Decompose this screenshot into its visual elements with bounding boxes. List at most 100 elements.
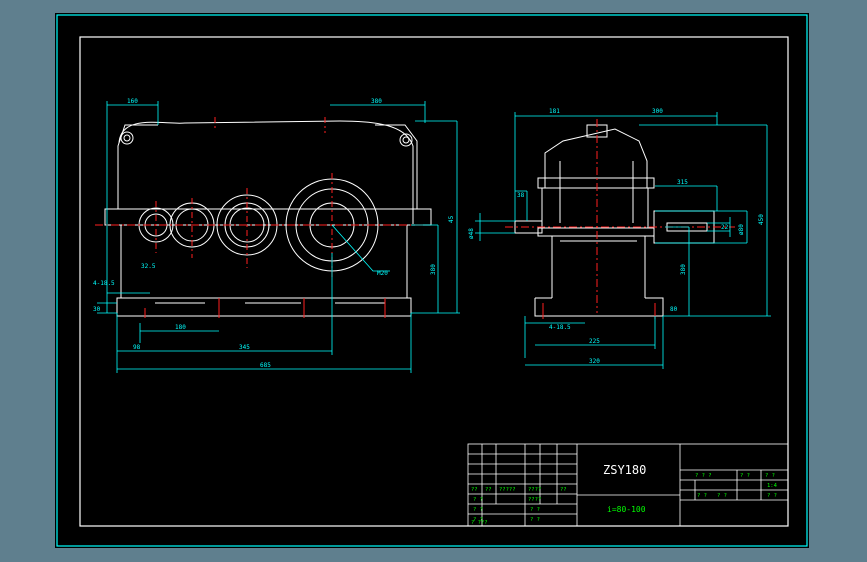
dim-text-key: 22 xyxy=(721,224,729,231)
dim-line-180 xyxy=(139,323,219,343)
front-dim-texts: 160 380 45 380 4-18.5 32.5 30 180 98 345… xyxy=(93,98,455,369)
dim-line-shaft-height xyxy=(411,224,439,313)
dim-text-shaft-height: 380 xyxy=(430,264,437,275)
dim-line-side-225 xyxy=(535,316,656,349)
dim-text-side-320: 320 xyxy=(589,358,600,365)
tb-cell-r7c1: ? ? xyxy=(473,517,483,523)
front-foot-hole-lines xyxy=(144,298,386,318)
dim-text-base: 30 xyxy=(93,306,101,313)
side-housing-ribs xyxy=(559,161,634,223)
dim-line-160 xyxy=(106,101,159,313)
dim-line-input-dia xyxy=(475,213,515,241)
dim-text-output-dia: ø80 xyxy=(738,224,745,235)
dim-line-output-dia xyxy=(655,210,748,244)
tb-cell-r6c1: ? ? xyxy=(473,507,483,513)
title-left-grid-v xyxy=(481,444,558,526)
dim-text-380-top: 380 xyxy=(371,98,382,105)
tb-cell-r4c4: ???? xyxy=(528,487,541,493)
dim-text-685: 685 xyxy=(260,362,271,369)
lifting-lug-left-hole xyxy=(123,134,131,142)
dim-line-key xyxy=(707,217,731,237)
dim-text-side-80: 80 xyxy=(670,306,678,313)
dim-line-side-hole xyxy=(524,316,585,358)
model-title: ZSY180 xyxy=(603,463,646,477)
title-block-frame xyxy=(467,443,789,527)
outer-border xyxy=(56,14,808,547)
side-base xyxy=(534,297,664,317)
split-flange xyxy=(104,208,432,226)
side-mid-body xyxy=(541,187,649,229)
leader-m20 xyxy=(331,224,390,272)
dim-text-side-315: 315 xyxy=(677,179,688,186)
title-block-vdividers xyxy=(576,444,681,526)
tb-right-r3c3: ? ? xyxy=(767,493,777,499)
front-dimensions xyxy=(97,101,460,373)
dim-line-side-320 xyxy=(525,316,664,369)
tb-cell-r5c4: ???? xyxy=(528,497,541,503)
dim-line-side-top xyxy=(514,112,718,221)
dim-text-side-380: 380 xyxy=(680,264,687,275)
tb-cell-r4c3: ????? xyxy=(499,487,516,493)
lifting-lug-right-hole xyxy=(402,136,410,144)
front-base xyxy=(116,297,412,317)
side-housing-top xyxy=(544,128,648,188)
dim-line-380-top xyxy=(330,101,426,123)
ratio-label: i=80-100 xyxy=(607,505,646,514)
side-pedestal xyxy=(551,236,646,298)
tb-cell-r8c1: ? ??? xyxy=(471,520,488,526)
dim-line-side-380 xyxy=(665,226,690,316)
dim-text-side-hole: 4-18.5 xyxy=(549,324,571,331)
tb-cell-r4c5: ?? xyxy=(560,487,567,493)
inner-frame xyxy=(79,36,789,527)
side-view xyxy=(505,119,735,319)
front-housing-right xyxy=(375,124,418,209)
tb-cell-r7c4: ? ? xyxy=(530,517,540,523)
cad-drawing: 160 380 45 380 4-18.5 32.5 30 180 98 345… xyxy=(56,14,808,547)
dim-line-height xyxy=(411,120,460,314)
dim-text-small-left: 38 xyxy=(517,192,525,199)
title-block xyxy=(467,443,789,527)
dim-text-side-300: 300 xyxy=(652,108,663,115)
side-dim-texts: 181 300 450 315 ø80 22 ø48 38 380 80 4-1… xyxy=(468,108,765,365)
title-right-grid-v xyxy=(694,470,762,500)
dim-line-small-left xyxy=(515,190,528,221)
tb-right-r3c2: ? ? xyxy=(717,493,727,499)
dim-line-side-315 xyxy=(655,185,718,211)
dim-text-input-dia: ø48 xyxy=(468,228,475,239)
title-right-grid-h xyxy=(680,469,788,501)
dim-text-foot-hole: 4-18.5 xyxy=(93,280,115,287)
drawing-sheet: 160 380 45 380 4-18.5 32.5 30 180 98 345… xyxy=(55,13,809,548)
dim-text-height: 45 xyxy=(448,215,455,223)
dim-line-side-450 xyxy=(639,124,771,317)
side-dimensions xyxy=(475,112,771,369)
side-top-flange xyxy=(537,177,655,189)
lower-housing-walls xyxy=(120,225,408,298)
tb-cell-r5c1: ? ? xyxy=(473,497,483,503)
tb-cell-r4c1: ?? xyxy=(471,487,478,493)
dim-text-m20: M20 xyxy=(377,270,388,277)
tb-right-r3c1: ? ? xyxy=(697,493,707,499)
dim-line-foot xyxy=(97,292,150,314)
lifting-lug-left xyxy=(120,131,134,145)
title-block-texts: ZSY180 i=80-100 ?? ?? ????? ???? ?? ? ? … xyxy=(471,463,778,526)
dim-line-345 xyxy=(116,253,333,373)
tb-cell-r6c4: ? ? xyxy=(530,507,540,513)
dim-text-160: 160 xyxy=(127,98,138,105)
lifting-lug-right xyxy=(399,133,413,147)
dim-text-small-offset: 32.5 xyxy=(141,263,156,270)
dim-text-side-450: 450 xyxy=(758,214,765,225)
front-view xyxy=(95,117,432,318)
tb-right-r1c3: ? ? xyxy=(765,473,775,479)
tb-right-r1c1: ? ? ? xyxy=(695,473,712,479)
dim-text-side-181: 181 xyxy=(549,108,560,115)
dim-text-345: 345 xyxy=(239,344,250,351)
tb-cell-r4c2: ?? xyxy=(485,487,492,493)
dim-text-98: 98 xyxy=(133,344,141,351)
front-centerlines-v xyxy=(155,117,333,278)
dim-line-685 xyxy=(117,313,412,373)
tb-right-r2c3: 1:4 xyxy=(767,483,778,489)
tb-right-r1c2: ? ? xyxy=(740,473,750,479)
side-split-flange xyxy=(537,227,655,237)
side-foot-hole-lines xyxy=(542,303,656,319)
title-left-grid-h xyxy=(468,453,577,515)
